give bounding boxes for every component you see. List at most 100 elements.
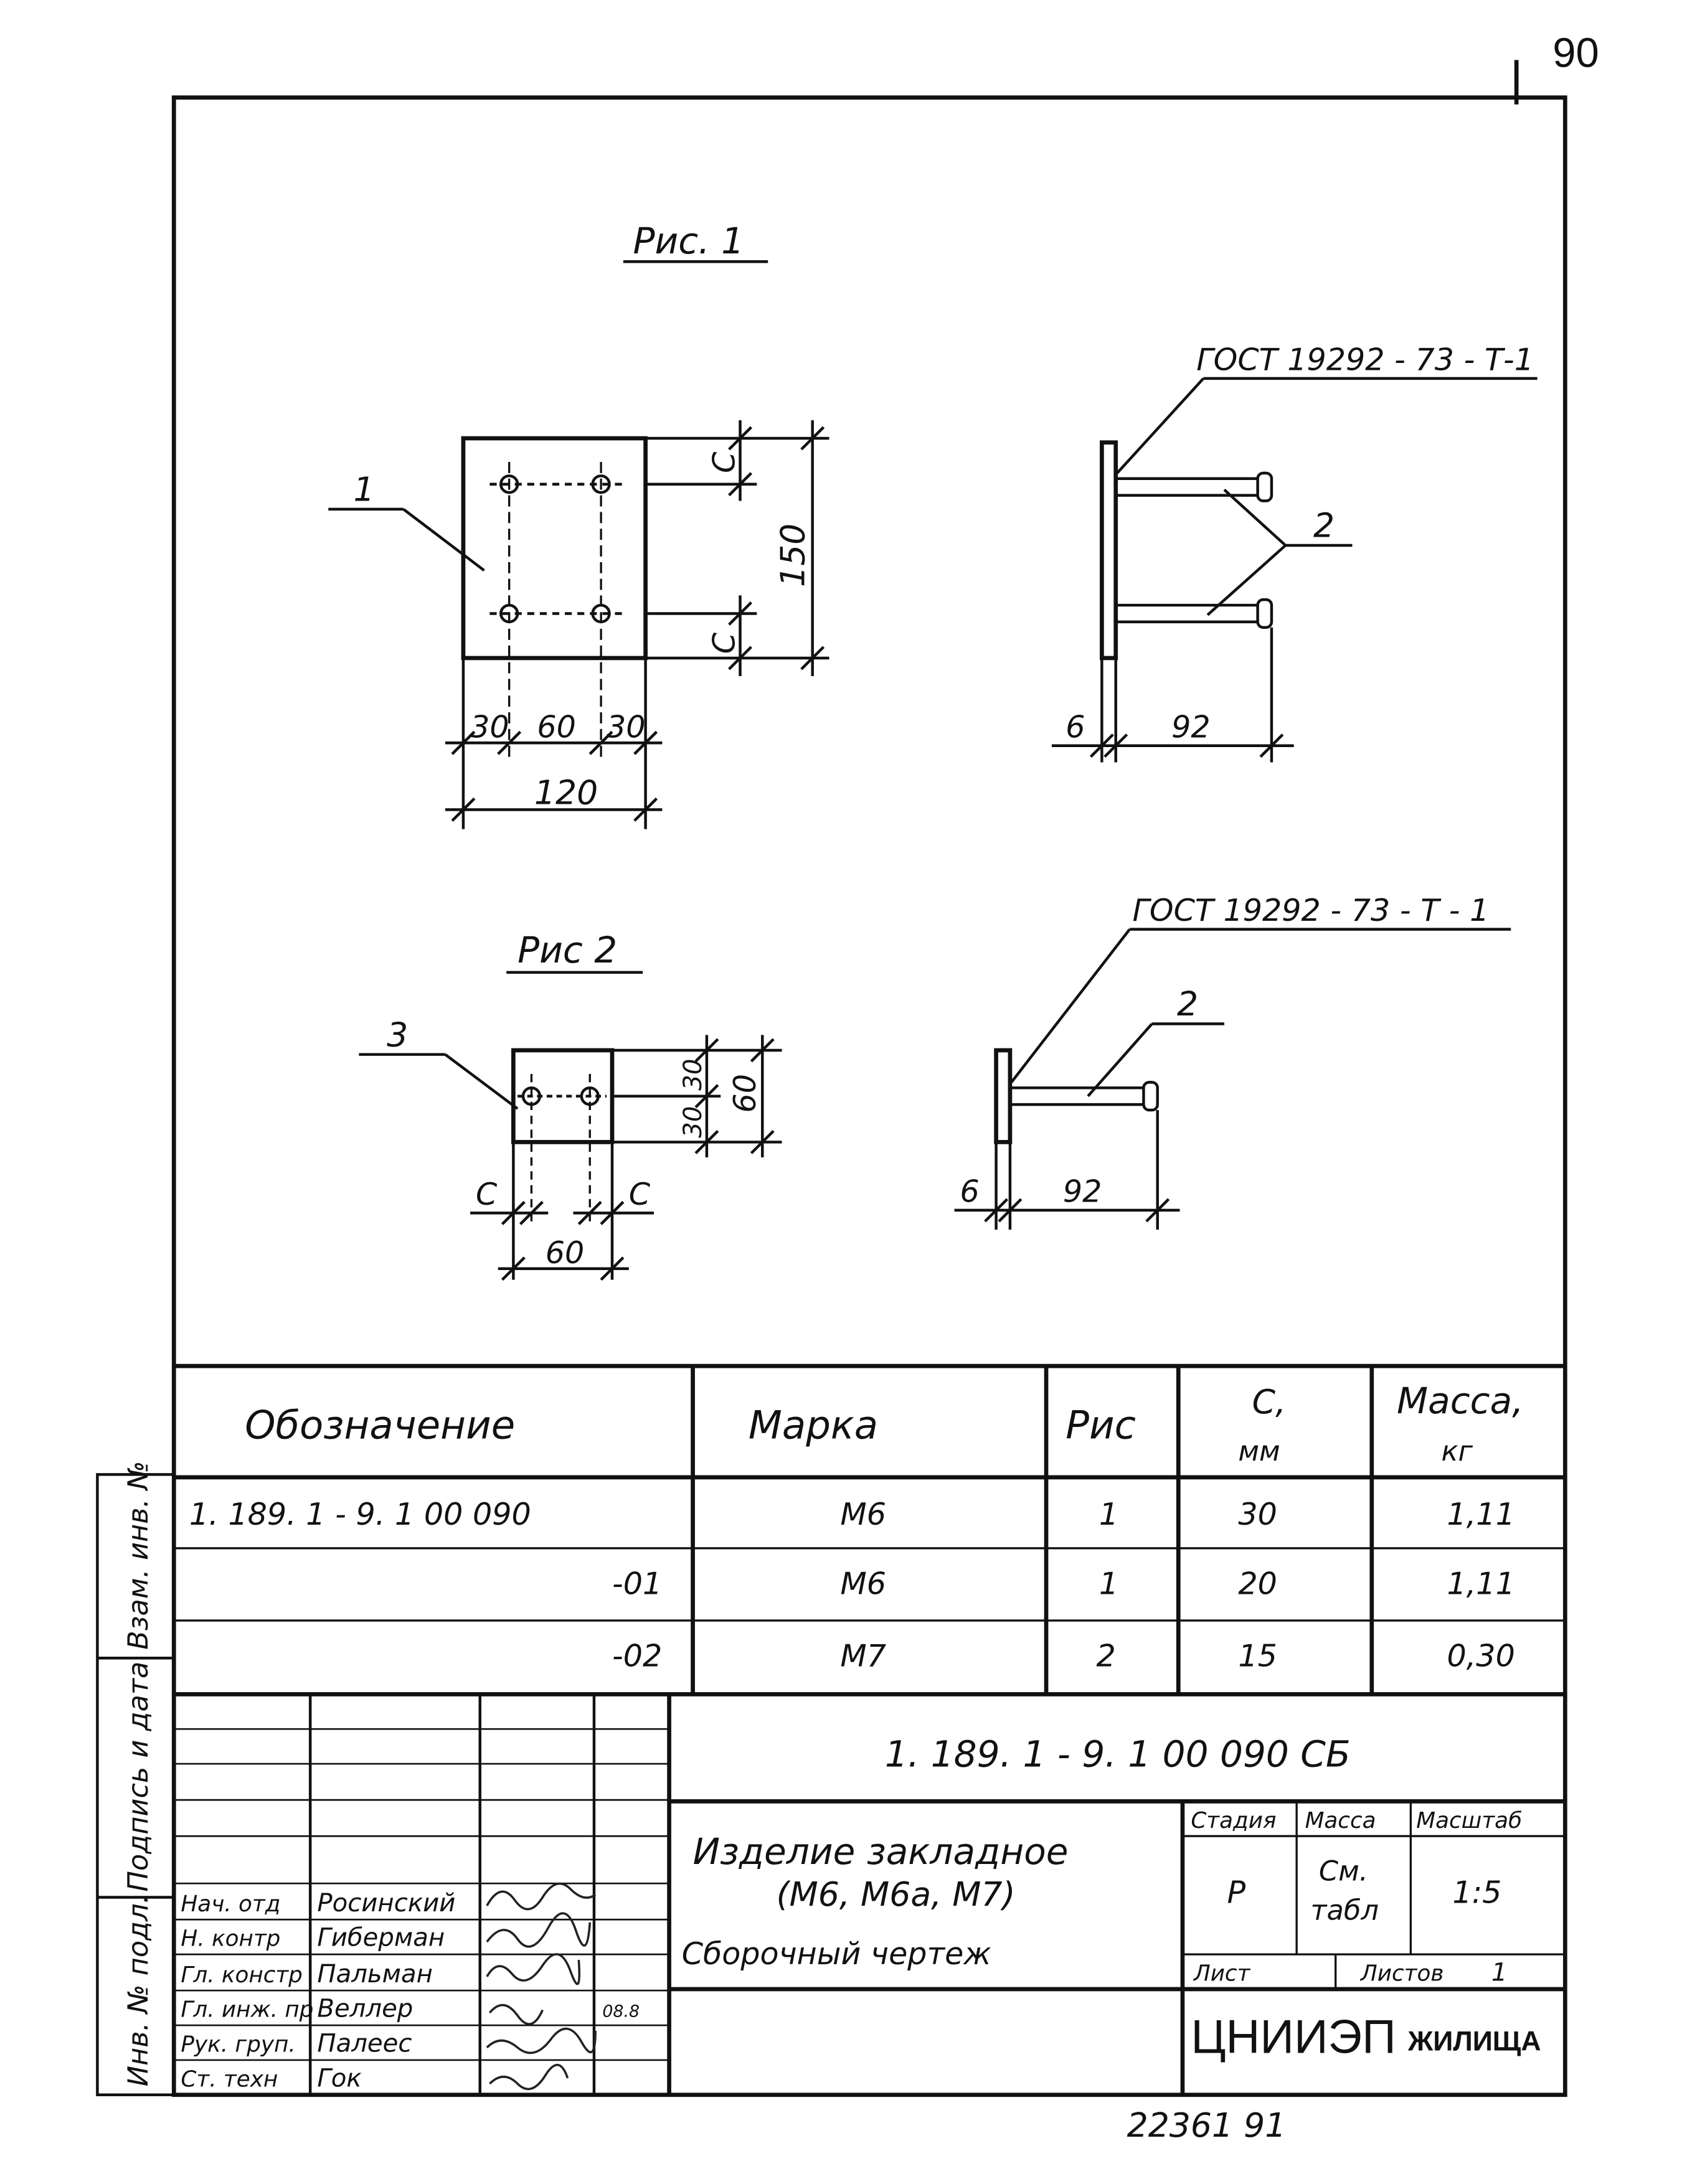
spec-row3-fig: 2 (1096, 1638, 1115, 1674)
fig2-right-dims (612, 1035, 782, 1158)
sheet-number: 90 (1552, 29, 1599, 76)
spec-header-fig: Рис (1065, 1402, 1136, 1447)
name-6: Гок (317, 2064, 362, 2092)
fig2-dim-length: 92 (1063, 1173, 1102, 1209)
fig2-dim-v2: 30 (679, 1059, 707, 1091)
fig1-gost-leader (1116, 377, 1205, 474)
fig2-callout3: 3 (387, 1015, 408, 1054)
fig1-dim-mid: 60 (537, 708, 576, 745)
name-3: Пальман (317, 1960, 433, 1989)
spec-row3-designation: -02 (612, 1638, 662, 1674)
fig2-gost-label: ГОСТ 19292 - 73 - Т - 1 (1133, 892, 1490, 928)
fig1-right-dims (645, 420, 829, 677)
spec-header-mass-unit: кг (1442, 1435, 1473, 1467)
spec-table (174, 1363, 1566, 1697)
role-2: Н. контр (181, 1926, 280, 1952)
fig1-plate-side (1100, 440, 1118, 661)
document-code: 1. 189. 1 - 9. 1 00 090 СБ (885, 1733, 1351, 1776)
fig2-dim-c-left: C (476, 1176, 498, 1212)
role-1: Нач. отд (181, 1891, 280, 1917)
fig2-title: Рис 2 (517, 929, 617, 971)
fig2-callout2-leader (1087, 1023, 1153, 1098)
fig2-dim-width: 60 (546, 1235, 585, 1271)
fig2-callout3-arrow (444, 1053, 519, 1110)
role-6: Ст. техн (181, 2066, 278, 2092)
sheet-label: Лист (1193, 1961, 1251, 1987)
spec-row1-mass: 1,11 (1447, 1496, 1514, 1532)
spec-row2-mark: М6 (840, 1566, 886, 1602)
side-stamp-signature-date: Подпись и дата (122, 1662, 154, 1892)
stage-label: Стадия (1191, 1808, 1276, 1833)
spec-header-mass: Масса, (1397, 1380, 1524, 1422)
spec-row2-c: 20 (1238, 1566, 1277, 1602)
fig2-callout2: 2 (1177, 984, 1198, 1024)
spec-header-c-unit: мм (1238, 1435, 1280, 1467)
fig2-dim-height: 60 (727, 1074, 763, 1113)
fig2-holes (517, 1073, 607, 1225)
side-stamp-inv-no: Инв. № подл. (122, 1895, 154, 2086)
spec-row3-mass: 0,30 (1447, 1638, 1514, 1674)
fig1-dim-length: 92 (1171, 708, 1211, 745)
spec-row2-mass: 1,11 (1447, 1566, 1514, 1602)
drawing-type: Сборочный чертеж (682, 1936, 991, 1972)
fig1-dim-c-bottom: C (706, 632, 742, 654)
fig1-callout1-arrow (402, 508, 485, 572)
role-3: Гл. констр (181, 1962, 302, 1988)
fig1-bottom-dims (445, 657, 663, 829)
side-stamp-replaced-inv: Взам. инв. № (122, 1461, 154, 1650)
fig1-side-dims (1051, 627, 1294, 763)
drawing-frame (171, 95, 1567, 2097)
product-name: Изделие закладное (693, 1830, 1069, 1873)
spec-row2-fig: 1 (1099, 1566, 1118, 1602)
fig1-plate-front (461, 436, 648, 661)
title-block-grid (174, 1694, 1566, 2095)
spec-header-mark: Марка (749, 1402, 878, 1447)
stage-value: Р (1227, 1874, 1245, 1910)
fig1-callout2-line-b (1206, 544, 1287, 616)
scale-value: 1:5 (1452, 1874, 1501, 1910)
spec-row3-c: 15 (1238, 1638, 1277, 1674)
name-5: Палеес (317, 2030, 412, 2058)
fig2-dim-thickness: 6 (960, 1173, 980, 1209)
spec-header-designation: Обозначение (245, 1402, 515, 1447)
fig1-callout1: 1 (353, 470, 374, 509)
signatures (486, 1882, 597, 2091)
fig1-callout2-line-a (1223, 488, 1287, 547)
bottom-number: 22361 91 (1127, 2106, 1287, 2145)
figure-1: Рис. 1 1 (328, 220, 1538, 829)
fig1-title: Рис. 1 (633, 220, 745, 262)
mass-label: Масса (1305, 1808, 1376, 1833)
product-marks: (М6, М6а, М7) (777, 1875, 1016, 1914)
fig2-dim-v1: 30 (679, 1106, 707, 1138)
mass-value-1: См. (1319, 1855, 1368, 1888)
side-stamp (96, 1473, 176, 2097)
fig1-dim-c-top: C (706, 451, 742, 473)
spec-row2-designation: -01 (612, 1566, 662, 1602)
figure-2: Рис 2 3 30 30 60 (359, 892, 1511, 1281)
fig1-callout2: 2 (1313, 506, 1335, 545)
name-2: Гиберман (317, 1924, 445, 1952)
sheets-label: Листов (1359, 1961, 1443, 1987)
fig2-anchor (1009, 1081, 1159, 1112)
mass-value-2: табл (1311, 1894, 1379, 1926)
fig1-dim-width: 120 (534, 773, 598, 812)
fig1-dim-height: 150 (773, 524, 812, 587)
organization-name: ЦНИИЭП (1191, 2011, 1396, 2064)
fig1-anchors (1115, 471, 1273, 629)
spec-row1-mark: М6 (840, 1496, 886, 1532)
fig2-side-dims (954, 1110, 1180, 1230)
fig2-dim-c-right: C (629, 1176, 651, 1212)
spec-header-c: C, (1252, 1382, 1286, 1421)
date-fragment: 08.8 (602, 2002, 640, 2022)
spec-row1-c: 30 (1238, 1496, 1277, 1532)
sheets-value: 1 (1491, 1959, 1508, 1987)
scale-label: Масштаб (1416, 1808, 1522, 1833)
fig1-dim-thickness: 6 (1065, 708, 1085, 745)
role-4: Гл. инж. пр (181, 1997, 313, 2023)
spec-row1-fig: 1 (1099, 1496, 1118, 1532)
fig2-bottom-dims (470, 1142, 654, 1281)
name-4: Веллер (317, 1995, 413, 2023)
role-5: Рук. груп. (181, 2032, 295, 2058)
fig1-gost-label: ГОСТ 19292 - 73 - Т-1 (1196, 342, 1534, 378)
